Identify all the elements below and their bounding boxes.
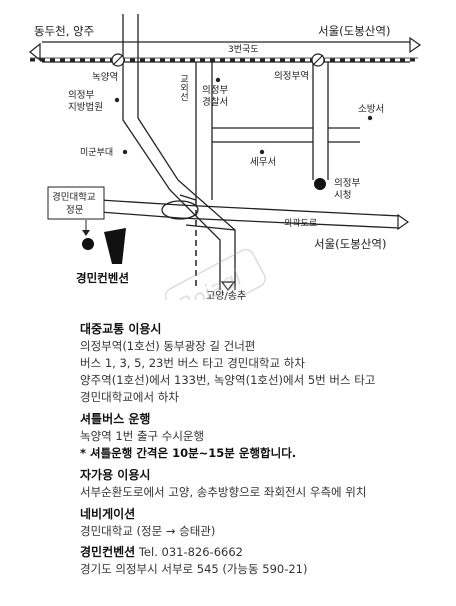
shuttle-section: 셔틀버스 운행 녹양역 1번 출구 수시운행 * 셔틀운행 간격은 10분~15…	[80, 410, 450, 462]
left-vertical-road	[122, 14, 221, 290]
arrow-down-icon	[220, 281, 236, 291]
nav-title: 네비게이션	[80, 507, 136, 521]
shuttle-note: * 셔틀운행 간격은 10분~15분 운행합니다.	[80, 446, 297, 460]
seoul-bottom-label: 서울(도봉산역)	[314, 237, 386, 251]
convention-dot-icon	[82, 238, 94, 250]
outer-ring-road	[99, 199, 401, 217]
gyooeseon-label: 교외선	[178, 74, 188, 101]
fire-label: 소방서	[358, 104, 384, 115]
transit-line-1: 의정부역(1호선) 동부광장 길 건너편	[80, 339, 256, 353]
gate-label-line1: 경민대학교	[52, 191, 96, 203]
transit-section: 대중교통 이용시 의정부역(1호선) 동부광장 길 건너편 버스 1, 3, 5…	[80, 320, 450, 406]
transit-line-4: 경민대학교에서 하차	[80, 390, 179, 404]
uijeongbu-station-label: 의정부역	[274, 71, 309, 82]
army-label: 미군부대	[80, 147, 113, 158]
dongducheon-label: 동두천, 양주	[34, 24, 94, 38]
transit-line-3: 양주역(1호선)에서 133번, 녹양역(1호선)에서 5번 버스 타고	[80, 373, 376, 387]
nogyang-station-icon	[111, 53, 125, 67]
seoul-top-label: 서울(도봉산역)	[318, 24, 390, 38]
army-dot-icon	[122, 149, 128, 155]
court-label-line1: 의정부	[68, 90, 94, 101]
car-title: 자가용 이용시	[80, 468, 151, 482]
tax-dot-icon	[259, 149, 265, 155]
police-label-line1: 의정부	[202, 85, 228, 96]
transit-title: 대중교통 이용시	[80, 322, 162, 336]
fire-dot-icon	[367, 115, 373, 121]
nav-line: 경민대학교 (정문 → 승태관)	[80, 524, 216, 538]
cityhall-label-line2: 시청	[334, 190, 351, 201]
uijeongbu-station-icon	[311, 53, 325, 67]
contact-line: 경민컨벤션 Tel. 031-826-6662	[80, 544, 450, 561]
contact-tel: Tel. 031-826-6662	[135, 545, 243, 559]
shuttle-title: 셔틀버스 운행	[80, 412, 151, 426]
gate-box	[47, 186, 105, 220]
address-line: 경기도 의정부시 서부로 545 (가능동 590-21)	[80, 562, 308, 576]
outer-ring-label: 외곽도로	[284, 217, 317, 229]
arrow-left-top-icon	[29, 42, 41, 62]
location-map: Bojagi 동두천, 양주 서울(도봉산역) 3번국도 녹양역 의정부역 교외…	[29, 14, 422, 300]
cityhall-dot-icon	[314, 178, 326, 190]
goyang-label: 고양/송추	[206, 290, 246, 300]
transit-line-2: 버스 1, 3, 5, 23번 버스 타고 경민대학교 하차	[80, 356, 305, 370]
contact-name: 경민컨벤션	[80, 545, 136, 559]
police-label-line2: 경찰서	[202, 96, 228, 108]
tax-label: 세무서	[250, 157, 276, 168]
arrow-right-top-icon	[409, 36, 422, 54]
nav-section: 네비게이션 경민대학교 (정문 → 승태관)	[80, 505, 450, 540]
car-line: 서부순환도로에서 고양, 송추방향으로 좌회전시 우측에 위치	[80, 485, 367, 499]
route3-label: 3번국도	[228, 44, 259, 55]
court-dot-icon	[114, 97, 120, 103]
route3-road	[42, 41, 410, 63]
contact-section: 경민컨벤션 Tel. 031-826-6662 경기도 의정부시 서부로 545…	[80, 544, 450, 578]
junction-oval	[161, 200, 199, 220]
cityhall-label-line1: 의정부	[334, 178, 360, 189]
nogyang-station-label: 녹양역	[92, 72, 118, 83]
car-section: 자가용 이용시 서부순환도로에서 고양, 송추방향으로 좌회전시 우측에 위치	[80, 466, 450, 501]
arrow-right-bottom-icon	[397, 213, 410, 231]
shuttle-line: 녹양역 1번 출구 수시운행	[80, 429, 205, 443]
court-label-line2: 지방법원	[68, 102, 103, 113]
convention-label: 경민컨벤션	[76, 271, 129, 285]
police-dot-icon	[215, 77, 221, 83]
gate-label-line2: 정문	[66, 205, 84, 216]
convention-building-icon	[104, 228, 126, 264]
directions-panel: 대중교통 이용시 의정부역(1호선) 동부광장 길 건너편 버스 1, 3, 5…	[80, 318, 450, 582]
